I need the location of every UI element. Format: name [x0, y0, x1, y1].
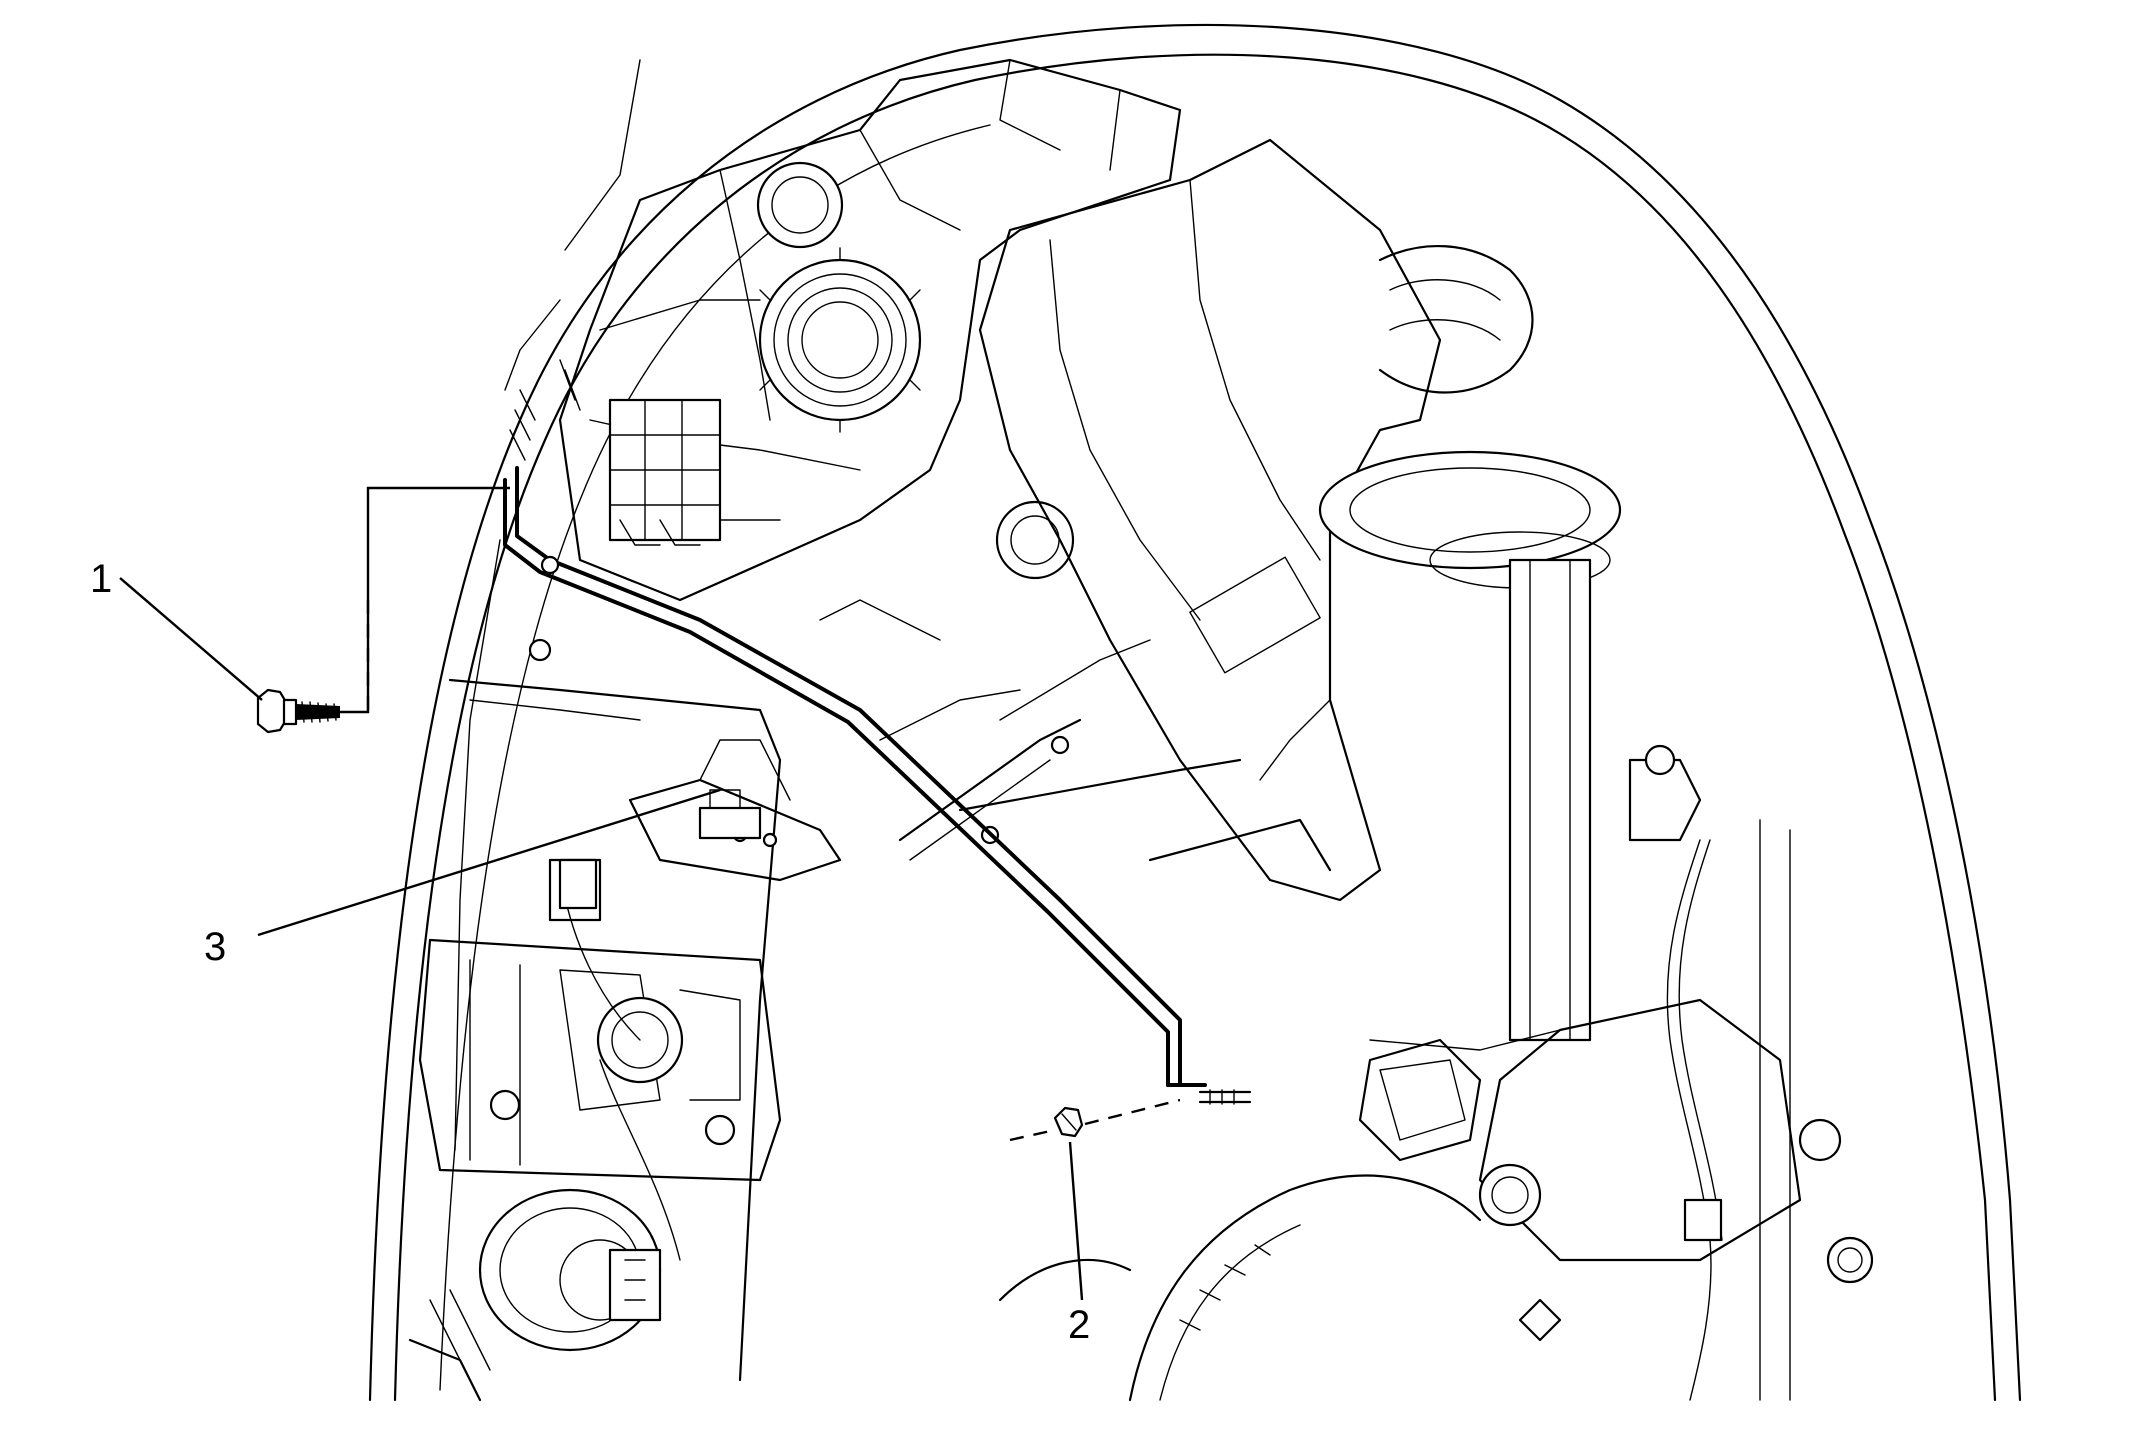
knuckle	[1358, 744, 1874, 1401]
headlamp-housing	[509, 58, 1182, 602]
grid-connector	[608, 398, 722, 546]
linkage	[819, 599, 1332, 872]
small-connector	[558, 789, 762, 910]
fog-lamp	[408, 869, 782, 1402]
fender-outline	[368, 23, 2022, 1402]
strut-tower	[1318, 244, 1802, 1262]
upper-tie-bar	[978, 138, 1442, 902]
callout-3-label: 3	[204, 925, 226, 969]
nut	[1053, 1106, 1084, 1138]
support-strut	[503, 466, 1252, 1105]
callout-1-label: 1	[90, 557, 112, 601]
callout-2-label: 2	[1068, 1303, 1090, 1347]
wheel	[998, 1174, 1482, 1402]
bolt	[256, 688, 340, 734]
leader-lines	[119, 486, 1181, 1301]
